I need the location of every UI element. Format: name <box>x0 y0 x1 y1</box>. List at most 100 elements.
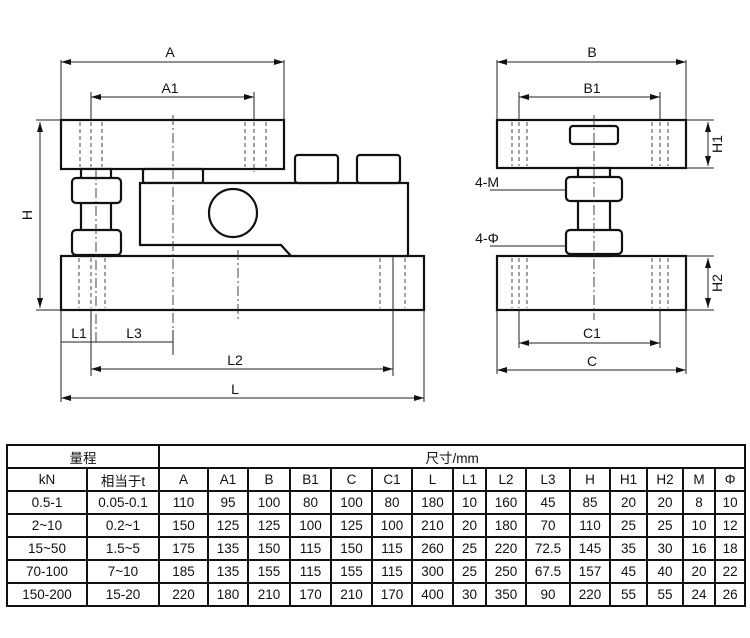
table-cell: 150 <box>330 536 373 561</box>
table-cell: 12 <box>713 513 747 538</box>
table-cell: 220 <box>485 536 527 561</box>
table-cell: 35 <box>609 536 648 561</box>
table-cell: 100 <box>330 490 373 515</box>
column-header: L3 <box>525 467 571 492</box>
table-cell: 26 <box>713 582 747 607</box>
table-cell: 24 <box>682 582 716 607</box>
table-cell: 0.05-0.1 <box>86 490 160 515</box>
column-header: L <box>411 467 454 492</box>
table-cell: 7~10 <box>86 559 160 584</box>
table-cell: 80 <box>371 490 413 515</box>
table-cell: 220 <box>158 582 209 607</box>
table-cell: 30 <box>452 582 487 607</box>
table-cell: 90 <box>525 582 571 607</box>
table-cell: 180 <box>485 513 527 538</box>
dim-C1-label: C1 <box>583 325 601 341</box>
table-cell: 135 <box>207 559 249 584</box>
table-cell: 55 <box>609 582 648 607</box>
table-cell: 100 <box>247 490 291 515</box>
table-cell: 155 <box>247 559 291 584</box>
table-cell: 0.5-1 <box>6 490 88 515</box>
table-cell: 8 <box>682 490 716 515</box>
table-cell: 20 <box>452 513 487 538</box>
table-cell: 155 <box>330 559 373 584</box>
dim-H2-label: H2 <box>709 274 725 292</box>
column-header: H <box>569 467 611 492</box>
front-view: A A1 H L1 L3 L2 L <box>19 44 426 402</box>
column-header: A1 <box>207 467 249 492</box>
group-header-row: 量程 尺寸/mm <box>6 444 747 469</box>
table-cell: 25 <box>452 536 487 561</box>
table-cell: 250 <box>485 559 527 584</box>
table-cell: 110 <box>569 513 611 538</box>
table-cell: 80 <box>289 490 332 515</box>
table-cell: 115 <box>289 559 332 584</box>
table-cell: 185 <box>158 559 209 584</box>
table-cell: 72.5 <box>525 536 571 561</box>
table-cell: 170 <box>289 582 332 607</box>
technical-drawing: A A1 H L1 L3 L2 L B B1 H1 H2 4-M 4-Φ C1 … <box>19 44 725 402</box>
base-plate <box>59 254 426 312</box>
dim-L2-label: L2 <box>227 352 243 368</box>
column-header: A <box>158 467 209 492</box>
table-cell: 15-20 <box>86 582 160 607</box>
table-cell: 100 <box>289 513 332 538</box>
table-cell: 220 <box>569 582 611 607</box>
table-cell: 25 <box>452 559 487 584</box>
table-cell: 160 <box>485 490 527 515</box>
connector <box>355 153 402 185</box>
column-header: C1 <box>371 467 413 492</box>
table-cell: 157 <box>569 559 611 584</box>
table-cell: 25 <box>646 513 684 538</box>
table-cell: 18 <box>713 536 747 561</box>
column-header: Φ <box>713 467 747 492</box>
dim-M-label: 4-M <box>475 174 499 190</box>
column-header: L2 <box>485 467 527 492</box>
table-cell: 175 <box>158 536 209 561</box>
dim-B1-label: B1 <box>583 80 600 96</box>
table-cell: 100 <box>371 513 413 538</box>
table-cell: 55 <box>646 582 684 607</box>
range-group-header: 量程 <box>6 444 160 469</box>
table-cell: 115 <box>289 536 332 561</box>
dim-L1-label: L1 <box>71 325 87 341</box>
dim-L3-label: L3 <box>126 325 142 341</box>
table-cell: 22 <box>713 559 747 584</box>
side-view: B B1 H1 H2 4-M 4-Φ C1 C <box>475 44 725 374</box>
dim-phi-label: 4-Φ <box>475 230 499 246</box>
table-cell: 45 <box>525 490 571 515</box>
dim-C-label: C <box>587 353 597 369</box>
table-cell: 115 <box>371 559 413 584</box>
table-cell: 10 <box>682 513 716 538</box>
table-cell: 30 <box>646 536 684 561</box>
table-cell: 20 <box>682 559 716 584</box>
table-cell: 180 <box>411 490 454 515</box>
dim-B-label: B <box>587 44 596 60</box>
dims-group-header: 尺寸/mm <box>157 444 747 469</box>
column-header: B <box>247 467 291 492</box>
table-cell: 70-100 <box>6 559 88 584</box>
table-cell: 70 <box>525 513 571 538</box>
table-cell: 20 <box>609 490 648 515</box>
table-cell: 15~50 <box>6 536 88 561</box>
table-cell: 145 <box>569 536 611 561</box>
column-header: H2 <box>646 467 684 492</box>
table-cell: 95 <box>207 490 249 515</box>
table-cell: 300 <box>411 559 454 584</box>
column-header: C <box>330 467 373 492</box>
table-cell: 180 <box>207 582 249 607</box>
table-cell: 210 <box>330 582 373 607</box>
dim-H1-label: H1 <box>709 135 725 153</box>
nut <box>70 228 123 257</box>
table-cell: 125 <box>247 513 291 538</box>
table-cell: 150 <box>247 536 291 561</box>
table-cell: 1.5~5 <box>86 536 160 561</box>
load-cell-body <box>138 181 410 258</box>
table-cell: 40 <box>646 559 684 584</box>
